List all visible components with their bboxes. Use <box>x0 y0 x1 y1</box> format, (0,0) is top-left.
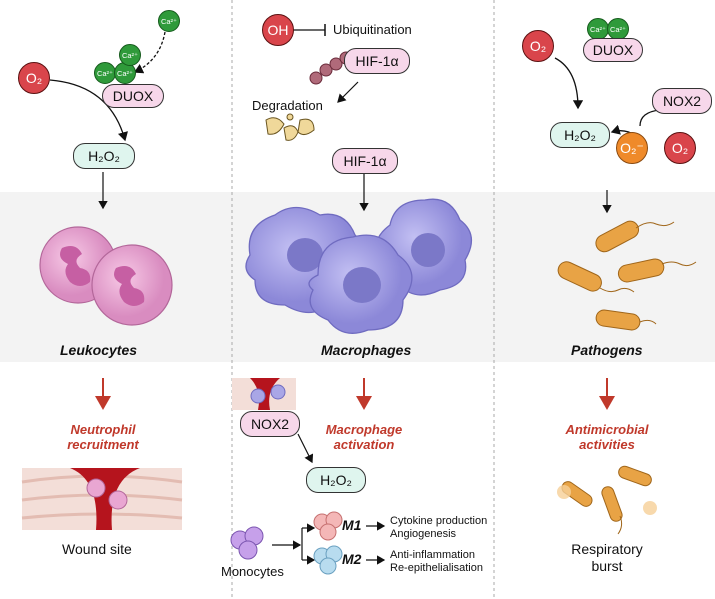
nox2-label-right: NOX2 <box>662 93 702 109</box>
h2o2-pill-middle: H₂O₂ <box>306 467 366 493</box>
duox-pill-left: DUOX <box>102 84 164 108</box>
outcome-left-line2: recruitment <box>67 437 139 452</box>
outcome-left: Neutrophil recruitment <box>40 422 166 452</box>
o2-label-right-2: O₂ <box>671 140 689 156</box>
m1-cell-icon <box>313 511 343 541</box>
superoxide-label: O₂⁻ <box>620 139 644 156</box>
oh-label: OH <box>267 22 289 38</box>
ca-label: Ca²⁺ <box>160 16 178 26</box>
hydroxyl-molecule-icon: OH <box>262 14 294 46</box>
outcome-left-line1: Neutrophil <box>70 422 136 437</box>
duox-pill-right: DUOX <box>583 38 643 62</box>
h2o2-label-middle: H₂O₂ <box>320 472 352 488</box>
result-line2: burst <box>591 558 623 574</box>
arrow-o2-to-h2o2-right <box>554 57 584 110</box>
h2o2-label-right: H₂O₂ <box>564 127 596 143</box>
label-m2-line2: Re-epithelialisation <box>390 562 483 574</box>
label-degradation: Degradation <box>252 98 323 113</box>
o2-label-right: O₂ <box>529 38 547 54</box>
m2-cell-icon <box>313 545 343 575</box>
label-m1: M1 <box>342 517 362 533</box>
outcome-right-line1: Antimicrobial <box>565 422 649 437</box>
degradation-fragments-icon <box>265 113 315 141</box>
duox-label-left: DUOX <box>112 88 154 104</box>
outcome-right: Antimicrobial activities <box>548 422 666 452</box>
h2o2-label-left: H₂O₂ <box>88 148 120 164</box>
arrow-nox2-to-h2o2 <box>297 433 314 464</box>
arrow-ca-to-duox <box>133 31 166 74</box>
hif-top-label: HIF-1α <box>355 53 399 69</box>
nox2-pill-right: NOX2 <box>652 88 712 114</box>
ca-label: Ca²⁺ <box>609 24 627 34</box>
label-m2: M2 <box>342 551 362 567</box>
result-line1: Respiratory <box>571 541 643 557</box>
outcome-middle: Macrophage activation <box>304 422 424 452</box>
hif-pill-top: HIF-1α <box>344 48 410 74</box>
leukocyte-icon <box>39 226 173 326</box>
calcium-ion-icon-duox-1: Ca²⁺ <box>94 62 116 84</box>
label-monocytes: Monocytes <box>221 564 284 579</box>
outcome-right-line2: activities <box>579 437 635 452</box>
oxygen-molecule-icon-right-2: O₂ <box>664 132 696 164</box>
ca-label: Ca²⁺ <box>589 24 607 34</box>
bacteria-icon <box>557 220 697 331</box>
macrophage-icon <box>245 198 472 334</box>
hif-pill-mid: HIF-1α <box>332 148 398 174</box>
caption-macrophages: Macrophages <box>321 342 412 358</box>
ca-label: Ca²⁺ <box>121 50 139 60</box>
h2o2-pill-right: H₂O₂ <box>550 122 610 148</box>
label-ubiquitination: Ubiquitination <box>333 22 412 37</box>
outcome-middle-line1: Macrophage <box>325 422 403 437</box>
label-m1-line2: Angiogenesis <box>390 528 457 540</box>
monocyte-icon <box>230 526 264 560</box>
outcome-middle-line2: activation <box>333 437 395 452</box>
label-m1-line1: Cytokine production <box>390 515 488 527</box>
duox-label-right: DUOX <box>592 42 634 58</box>
ca-label: Ca²⁺ <box>96 68 114 78</box>
label-m2-line1: Anti-inflammation <box>390 549 475 561</box>
superoxide-icon: O₂⁻ <box>616 132 648 164</box>
wound-inset-icon <box>232 378 296 410</box>
oxygen-molecule-icon: O₂ <box>18 62 50 94</box>
calcium-ion-icon: Ca²⁺ <box>158 10 180 32</box>
oxygen-molecule-icon-right: O₂ <box>522 30 554 62</box>
nox2-pill-middle: NOX2 <box>240 411 300 437</box>
o2-label-left: O₂ <box>25 70 43 86</box>
calcium-ion-icon-right-1: Ca²⁺ <box>587 18 609 40</box>
nox2-label-middle: NOX2 <box>250 416 290 432</box>
h2o2-pill-left: H₂O₂ <box>73 143 135 169</box>
calcium-ion-icon-duox-3: Ca²⁺ <box>119 44 141 66</box>
label-respiratory-burst: Respiratory burst <box>566 541 648 575</box>
arrow-hif-to-degradation <box>337 81 359 103</box>
calcium-ion-icon-right-2: Ca²⁺ <box>607 18 629 40</box>
caption-pathogens: Pathogens <box>571 342 643 358</box>
arrow-o2-to-h2o2 <box>49 79 128 142</box>
hif-mid-label: HIF-1α <box>343 153 387 169</box>
burst-bacteria-icon <box>557 465 657 535</box>
ca-label: Ca²⁺ <box>116 68 134 78</box>
caption-leukocytes: Leukocytes <box>60 342 138 358</box>
wound-site-icon <box>21 468 183 530</box>
label-wound-site: Wound site <box>62 541 132 557</box>
